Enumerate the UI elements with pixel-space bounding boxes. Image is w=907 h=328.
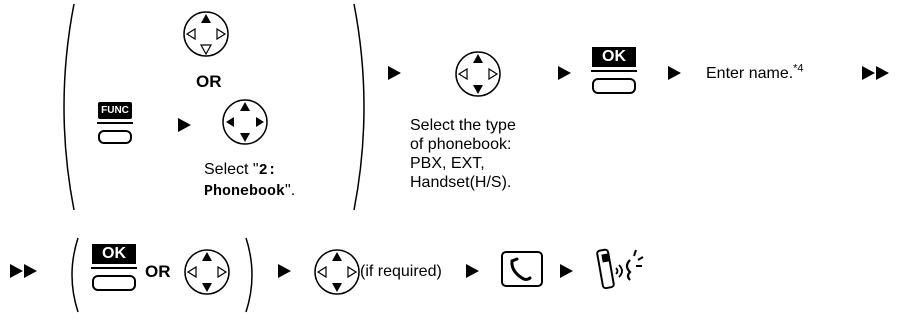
ok-key-button[interactable] bbox=[592, 78, 636, 94]
navigator-key-icon[interactable] bbox=[220, 96, 270, 148]
ok-key-underline bbox=[91, 267, 137, 269]
step-arrow-icon bbox=[178, 118, 191, 132]
select-phonebook-text: Select "2: bbox=[204, 161, 277, 179]
handset-talk-icon bbox=[596, 248, 644, 290]
continue-arrow-icon bbox=[862, 66, 892, 80]
func-key-icon[interactable]: FUNC bbox=[98, 102, 132, 119]
left-parenthesis bbox=[71, 237, 79, 313]
phonebook-type-line3: PBX, EXT, bbox=[410, 155, 485, 172]
or-label: OR bbox=[145, 262, 171, 281]
continue-arrow-icon bbox=[10, 264, 40, 278]
if-required-text: (if required) bbox=[360, 263, 442, 280]
step-arrow-icon bbox=[466, 264, 479, 278]
left-parenthesis bbox=[63, 3, 75, 211]
func-key-underline bbox=[97, 122, 133, 124]
step-arrow-icon bbox=[668, 66, 681, 80]
right-parenthesis bbox=[245, 237, 253, 313]
phonebook-type-line2: of phonebook: bbox=[410, 136, 512, 153]
phonebook-type-line4: Handset(H/S). bbox=[410, 174, 512, 191]
enter-name-text: Enter name.*4 bbox=[706, 62, 804, 82]
step-arrow-icon bbox=[558, 66, 571, 80]
step-arrow-icon bbox=[388, 66, 401, 80]
navigator-key-icon[interactable] bbox=[182, 246, 232, 298]
ok-key-underline bbox=[591, 70, 637, 72]
ok-key-icon[interactable]: OK bbox=[592, 47, 636, 67]
or-label: OR bbox=[196, 72, 222, 91]
step-arrow-icon bbox=[560, 264, 573, 278]
phonebook-type-line1: Select the type bbox=[410, 117, 516, 134]
navigator-key-icon[interactable] bbox=[312, 246, 362, 298]
navigator-key-icon[interactable] bbox=[453, 48, 503, 100]
select-phonebook-text-2: Phonebook". bbox=[204, 182, 296, 200]
navigator-key-icon[interactable] bbox=[181, 8, 231, 60]
right-parenthesis bbox=[353, 3, 365, 211]
ok-key-button[interactable] bbox=[92, 275, 136, 291]
talk-key-icon[interactable] bbox=[500, 250, 544, 290]
step-arrow-icon bbox=[278, 264, 291, 278]
ok-key-icon[interactable]: OK bbox=[92, 244, 136, 264]
func-key-button[interactable] bbox=[98, 130, 132, 144]
